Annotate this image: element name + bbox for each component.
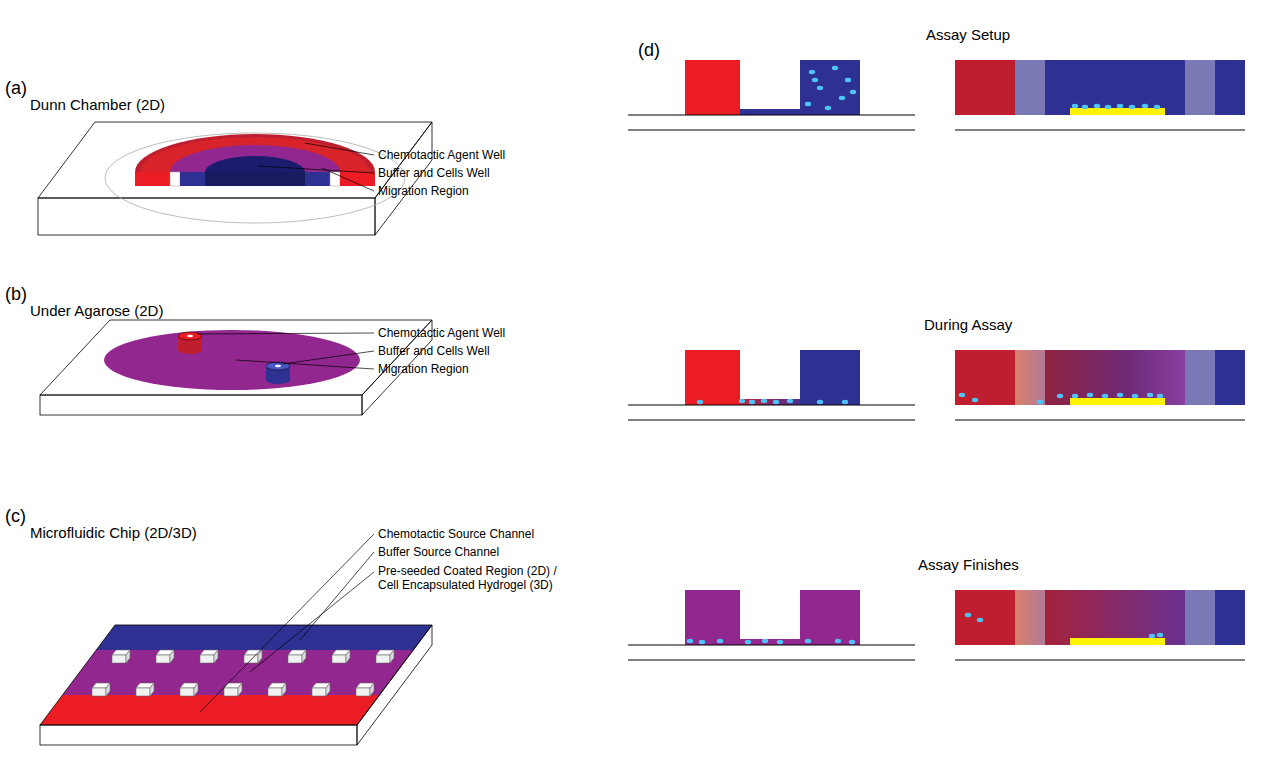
stage-title: Assay Finishes bbox=[918, 556, 1019, 574]
pillar bbox=[370, 683, 374, 696]
pillar bbox=[126, 650, 130, 663]
cell bbox=[1157, 394, 1163, 398]
cell bbox=[717, 639, 723, 643]
cell bbox=[972, 398, 978, 402]
cell bbox=[1087, 393, 1093, 397]
cell bbox=[697, 400, 703, 404]
cell bbox=[845, 78, 851, 82]
cell bbox=[1132, 394, 1138, 398]
cell bbox=[762, 639, 768, 643]
cell bbox=[832, 66, 838, 70]
cell bbox=[1147, 393, 1153, 397]
cell bbox=[842, 400, 848, 404]
panel-title: Dunn Chamber (2D) bbox=[30, 96, 165, 114]
cell bbox=[761, 399, 767, 403]
pillar bbox=[194, 683, 198, 696]
cell bbox=[1037, 400, 1043, 404]
pillar bbox=[238, 683, 242, 696]
cell bbox=[687, 639, 693, 643]
callout-label: Buffer and Cells Well bbox=[378, 344, 490, 358]
panel-letter: (a) bbox=[5, 78, 27, 100]
pillar bbox=[376, 655, 390, 663]
cell bbox=[812, 78, 818, 82]
cell bbox=[739, 399, 745, 403]
callout-label: Buffer Source Channel bbox=[378, 545, 499, 559]
callout-label: Migration Region bbox=[378, 362, 469, 376]
pillar bbox=[106, 683, 110, 696]
pillar bbox=[214, 650, 218, 663]
pillar bbox=[312, 688, 326, 696]
stage-title: Assay Setup bbox=[926, 26, 1010, 44]
cell bbox=[1117, 393, 1123, 397]
cell bbox=[849, 640, 855, 644]
cell bbox=[977, 618, 983, 622]
cell bbox=[1072, 394, 1078, 398]
callout-label: Buffer and Cells Well bbox=[378, 166, 490, 180]
cell bbox=[1105, 105, 1111, 109]
pillar bbox=[346, 650, 350, 663]
pillar bbox=[112, 655, 126, 663]
cell bbox=[825, 106, 831, 110]
cell bbox=[809, 70, 815, 74]
panel-title: Microfluidic Chip (2D/3D) bbox=[30, 524, 197, 542]
callout-label: Chemotactic Source Channel bbox=[378, 527, 534, 541]
cell bbox=[1102, 394, 1108, 398]
callout-label: Migration Region bbox=[378, 184, 469, 198]
cell bbox=[1129, 105, 1135, 109]
pillar bbox=[332, 655, 346, 663]
panel-letter: (b) bbox=[5, 284, 27, 306]
cell bbox=[1072, 104, 1078, 108]
pillar bbox=[200, 655, 214, 663]
stage-title: During Assay bbox=[924, 316, 1012, 334]
cell bbox=[777, 640, 783, 644]
cell bbox=[817, 400, 823, 404]
pillar bbox=[268, 688, 282, 696]
pillar bbox=[302, 650, 306, 663]
cell bbox=[1149, 634, 1155, 638]
cell bbox=[959, 393, 965, 397]
cell bbox=[745, 640, 751, 644]
cell bbox=[1157, 633, 1163, 637]
pillar bbox=[282, 683, 286, 696]
pillar bbox=[356, 688, 370, 696]
cell bbox=[699, 640, 705, 644]
pillar bbox=[180, 688, 194, 696]
pillar bbox=[156, 655, 170, 663]
cell bbox=[1142, 104, 1148, 108]
callout-label: Chemotactic Agent Well bbox=[378, 326, 505, 340]
pillar bbox=[390, 650, 394, 663]
cell bbox=[1117, 104, 1123, 108]
panel-letter: (c) bbox=[5, 506, 26, 528]
cell bbox=[817, 86, 823, 90]
panel-letter: (d) bbox=[638, 40, 660, 62]
cell bbox=[805, 102, 811, 106]
cell bbox=[1082, 105, 1088, 109]
pillar bbox=[326, 683, 330, 696]
pillar bbox=[244, 655, 258, 663]
pillar bbox=[136, 688, 150, 696]
pillar bbox=[92, 688, 106, 696]
cell bbox=[1094, 104, 1100, 108]
cell bbox=[805, 639, 811, 643]
cell bbox=[839, 96, 845, 100]
pillar bbox=[170, 650, 174, 663]
callout-label: Pre-seeded Coated Region (2D) / Cell Enc… bbox=[378, 564, 578, 593]
pillar bbox=[150, 683, 154, 696]
cell bbox=[773, 400, 779, 404]
callout-label: Chemotactic Agent Well bbox=[378, 148, 505, 162]
pillar bbox=[288, 655, 302, 663]
cell bbox=[850, 90, 856, 94]
pillar bbox=[224, 688, 238, 696]
cell bbox=[835, 639, 841, 643]
cell bbox=[965, 613, 971, 617]
cell bbox=[1057, 394, 1063, 398]
panel-title: Under Agarose (2D) bbox=[30, 302, 163, 320]
cell bbox=[787, 399, 793, 403]
cell bbox=[749, 400, 755, 404]
cell bbox=[1154, 105, 1160, 109]
